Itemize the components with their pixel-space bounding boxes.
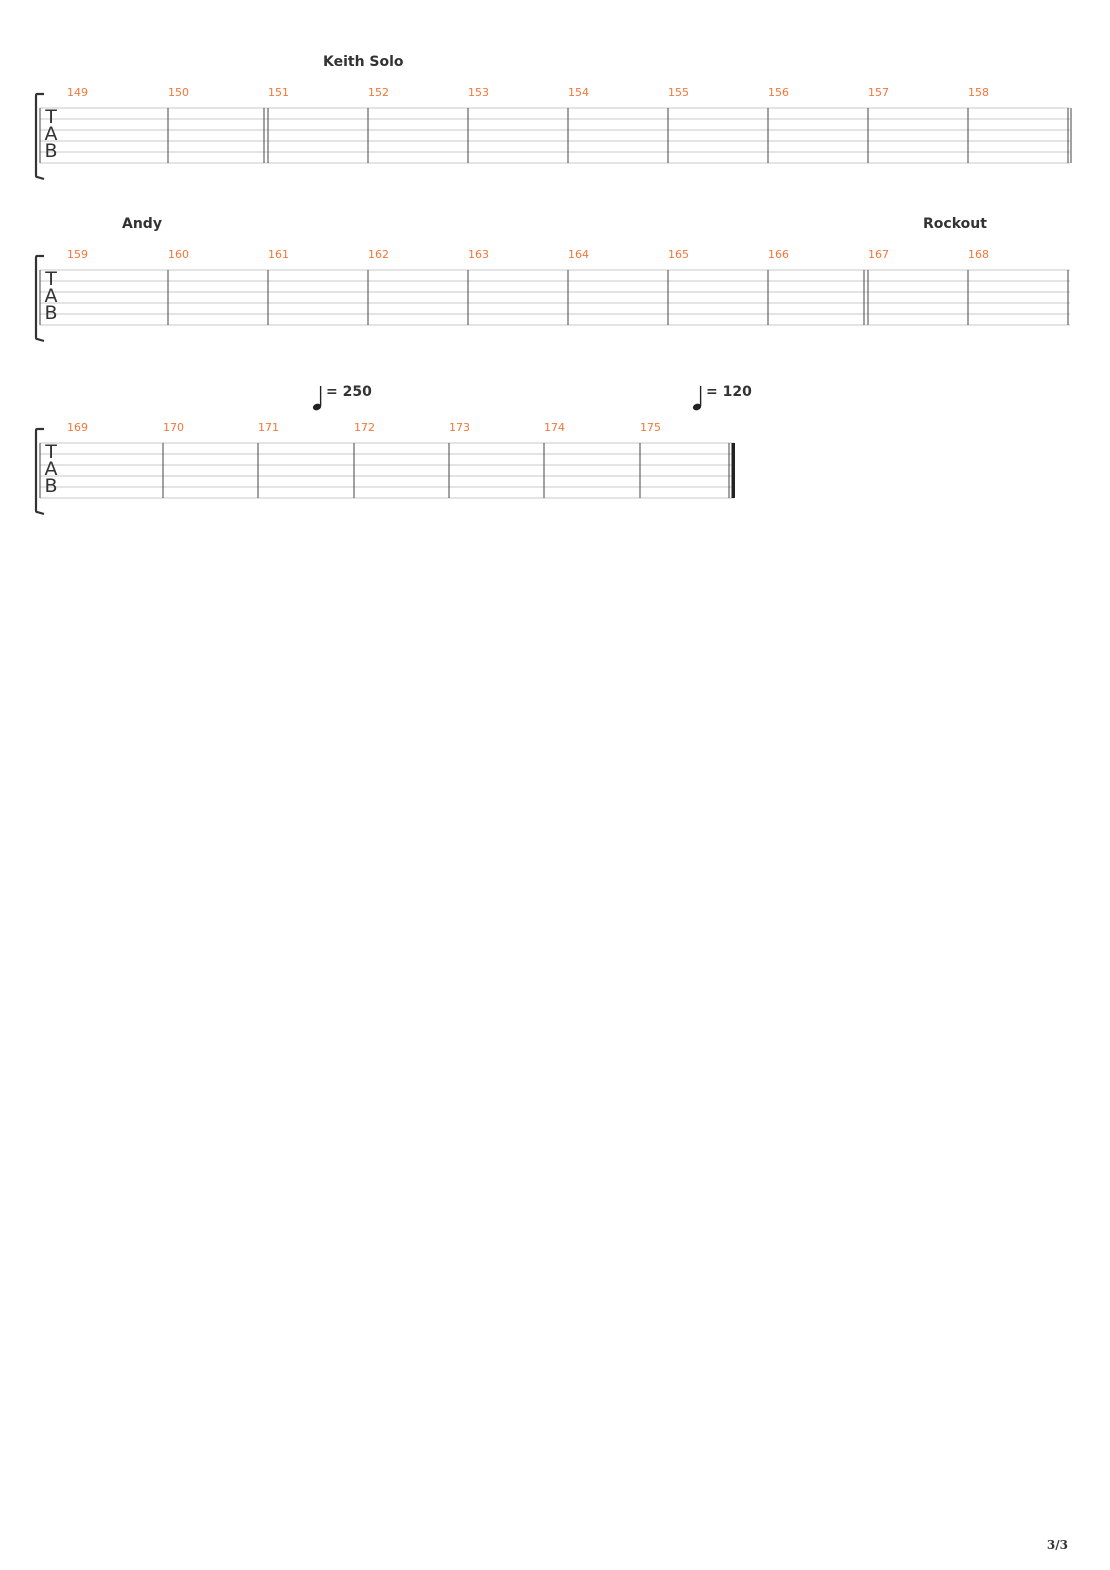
tempo-value: = 120 bbox=[706, 384, 752, 400]
measure-number: 160 bbox=[168, 248, 189, 261]
tab-clef-t: T bbox=[44, 441, 57, 463]
measure-number: 169 bbox=[67, 421, 88, 434]
quarter-note-icon bbox=[312, 386, 322, 411]
measure-number: 168 bbox=[968, 248, 989, 261]
tempo-marking-250: = 250 bbox=[312, 384, 392, 414]
measure-number: 173 bbox=[449, 421, 470, 434]
measure-number: 157 bbox=[868, 86, 889, 99]
tab-clef-t: T bbox=[44, 268, 57, 290]
final-heavy-barline bbox=[731, 443, 735, 498]
section-label-andy: Andy bbox=[122, 216, 162, 232]
measure-number: 154 bbox=[568, 86, 589, 99]
tab-clef-t: T bbox=[44, 106, 57, 128]
tab-clef-a: A bbox=[45, 285, 58, 307]
tab-clef-b: B bbox=[44, 475, 57, 497]
staff-bracket bbox=[34, 427, 45, 516]
measure-number: 172 bbox=[354, 421, 375, 434]
measure-number: 171 bbox=[258, 421, 279, 434]
measure-number: 153 bbox=[468, 86, 489, 99]
measure-number: 166 bbox=[768, 248, 789, 261]
tab-staff: TAB 149 150 151 152 153 154 155 156 157 158 bbox=[34, 86, 1072, 181]
staff-bracket bbox=[34, 254, 45, 343]
measure-number: 155 bbox=[668, 86, 689, 99]
measure-number: 170 bbox=[163, 421, 184, 434]
measure-number: 159 bbox=[67, 248, 88, 261]
tab-clef-a: A bbox=[45, 458, 58, 480]
measure-number: 162 bbox=[368, 248, 389, 261]
measure-number: 164 bbox=[568, 248, 589, 261]
tempo-marking-120: = 120 bbox=[692, 384, 772, 414]
measure-number: 167 bbox=[868, 248, 889, 261]
tab-staff: TAB 169 170 171 172 173 174 175 bbox=[34, 421, 735, 516]
tab-staff: TAB 159 160 161 162 163 164 165 166 167 168 bbox=[34, 248, 1070, 343]
tempo-value: = 250 bbox=[326, 384, 372, 400]
measure-number: 161 bbox=[268, 248, 289, 261]
measure-number: 152 bbox=[368, 86, 389, 99]
tab-clef-a: A bbox=[45, 123, 58, 145]
tab-clef-b: B bbox=[44, 140, 57, 162]
measure-number: 175 bbox=[640, 421, 661, 434]
measure-number: 150 bbox=[168, 86, 189, 99]
page-number: 3/3 bbox=[1046, 1538, 1068, 1552]
measure-number: 156 bbox=[768, 86, 789, 99]
measure-number: 151 bbox=[268, 86, 289, 99]
measure-number: 174 bbox=[544, 421, 565, 434]
section-label-rockout: Rockout bbox=[923, 216, 987, 232]
measure-number: 165 bbox=[668, 248, 689, 261]
measure-number: 149 bbox=[67, 86, 88, 99]
measure-number: 163 bbox=[468, 248, 489, 261]
staff-bracket bbox=[34, 92, 45, 181]
tab-clef-b: B bbox=[44, 302, 57, 324]
section-label-keith-solo: Keith Solo bbox=[323, 54, 404, 70]
quarter-note-icon bbox=[692, 386, 702, 411]
measure-number: 158 bbox=[968, 86, 989, 99]
